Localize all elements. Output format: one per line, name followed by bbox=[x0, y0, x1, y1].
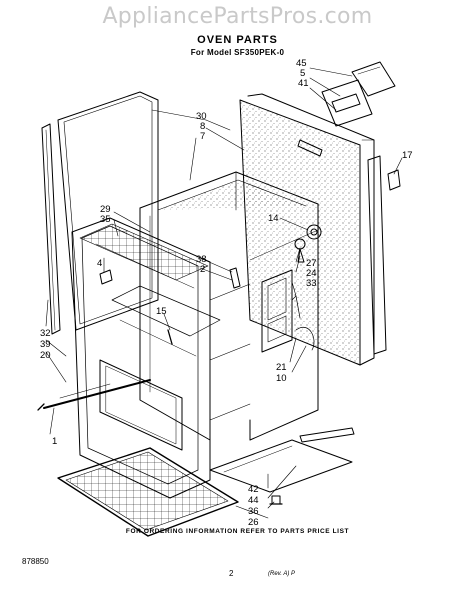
callout-21: 21 bbox=[276, 362, 287, 373]
callout-20: 20 bbox=[40, 350, 51, 361]
callout-29: 29 bbox=[100, 204, 111, 215]
clip-part-17 bbox=[387, 169, 401, 191]
callout-10: 10 bbox=[276, 373, 287, 384]
callout-42: 42 bbox=[248, 484, 259, 495]
leveling-leg bbox=[269, 495, 283, 505]
bracket-part-4 bbox=[99, 269, 113, 285]
callout-5: 5 bbox=[300, 68, 305, 79]
callout-32: 32 bbox=[40, 328, 51, 339]
oven-front-frame bbox=[71, 217, 251, 499]
back-panel-insulation bbox=[239, 93, 375, 366]
callout-41: 41 bbox=[298, 78, 309, 89]
callout-26: 26 bbox=[248, 517, 259, 528]
ordering-note: FOR ORDERING INFORMATION REFER TO PARTS … bbox=[125, 528, 350, 535]
vent-plate-top bbox=[351, 61, 396, 97]
callout-7: 7 bbox=[200, 131, 205, 142]
side-panel-left bbox=[57, 91, 159, 331]
bracket-part-38 bbox=[229, 267, 241, 289]
leader-lines bbox=[45, 67, 403, 519]
pin-part-15 bbox=[167, 329, 173, 345]
trim-strip-left bbox=[41, 123, 61, 335]
callout-38: 38 bbox=[196, 254, 207, 265]
vent-plate-lower bbox=[321, 79, 373, 127]
trim-strip-right bbox=[367, 155, 387, 355]
callout-8: 8 bbox=[200, 121, 205, 132]
callout-24: 24 bbox=[306, 268, 317, 279]
page-number: 2 bbox=[229, 569, 234, 578]
page-title: OVEN PARTS bbox=[197, 34, 278, 46]
callout-15: 15 bbox=[156, 306, 167, 317]
callout-27: 27 bbox=[306, 258, 317, 269]
callout-14: 14 bbox=[268, 213, 279, 224]
oven-liner bbox=[139, 171, 319, 441]
callout-4: 4 bbox=[97, 258, 102, 269]
thermostat-assembly bbox=[291, 224, 322, 319]
callout-labels: 45 5 41 30 8 7 17 29 35 14 27 24 33 4 38… bbox=[40, 58, 413, 528]
callout-1: 1 bbox=[52, 436, 57, 447]
bottom-panel bbox=[209, 427, 355, 493]
revision-mark: (Rev. A) P bbox=[268, 571, 296, 577]
callout-33: 33 bbox=[306, 278, 317, 289]
callout-35: 35 bbox=[100, 214, 111, 225]
watermark: AppliancePartsPros.com bbox=[102, 4, 373, 29]
bake-element bbox=[37, 379, 151, 411]
oven-rack bbox=[57, 447, 239, 537]
callout-30: 30 bbox=[196, 111, 207, 122]
document-number: 878850 bbox=[22, 557, 49, 566]
callout-36: 36 bbox=[248, 506, 259, 517]
model-line: For Model SF350PEK-0 bbox=[190, 48, 285, 57]
callout-2: 2 bbox=[200, 264, 205, 275]
callout-44: 44 bbox=[248, 495, 259, 506]
callout-39: 39 bbox=[40, 339, 51, 350]
callout-17: 17 bbox=[402, 150, 413, 161]
callout-45: 45 bbox=[296, 58, 307, 69]
